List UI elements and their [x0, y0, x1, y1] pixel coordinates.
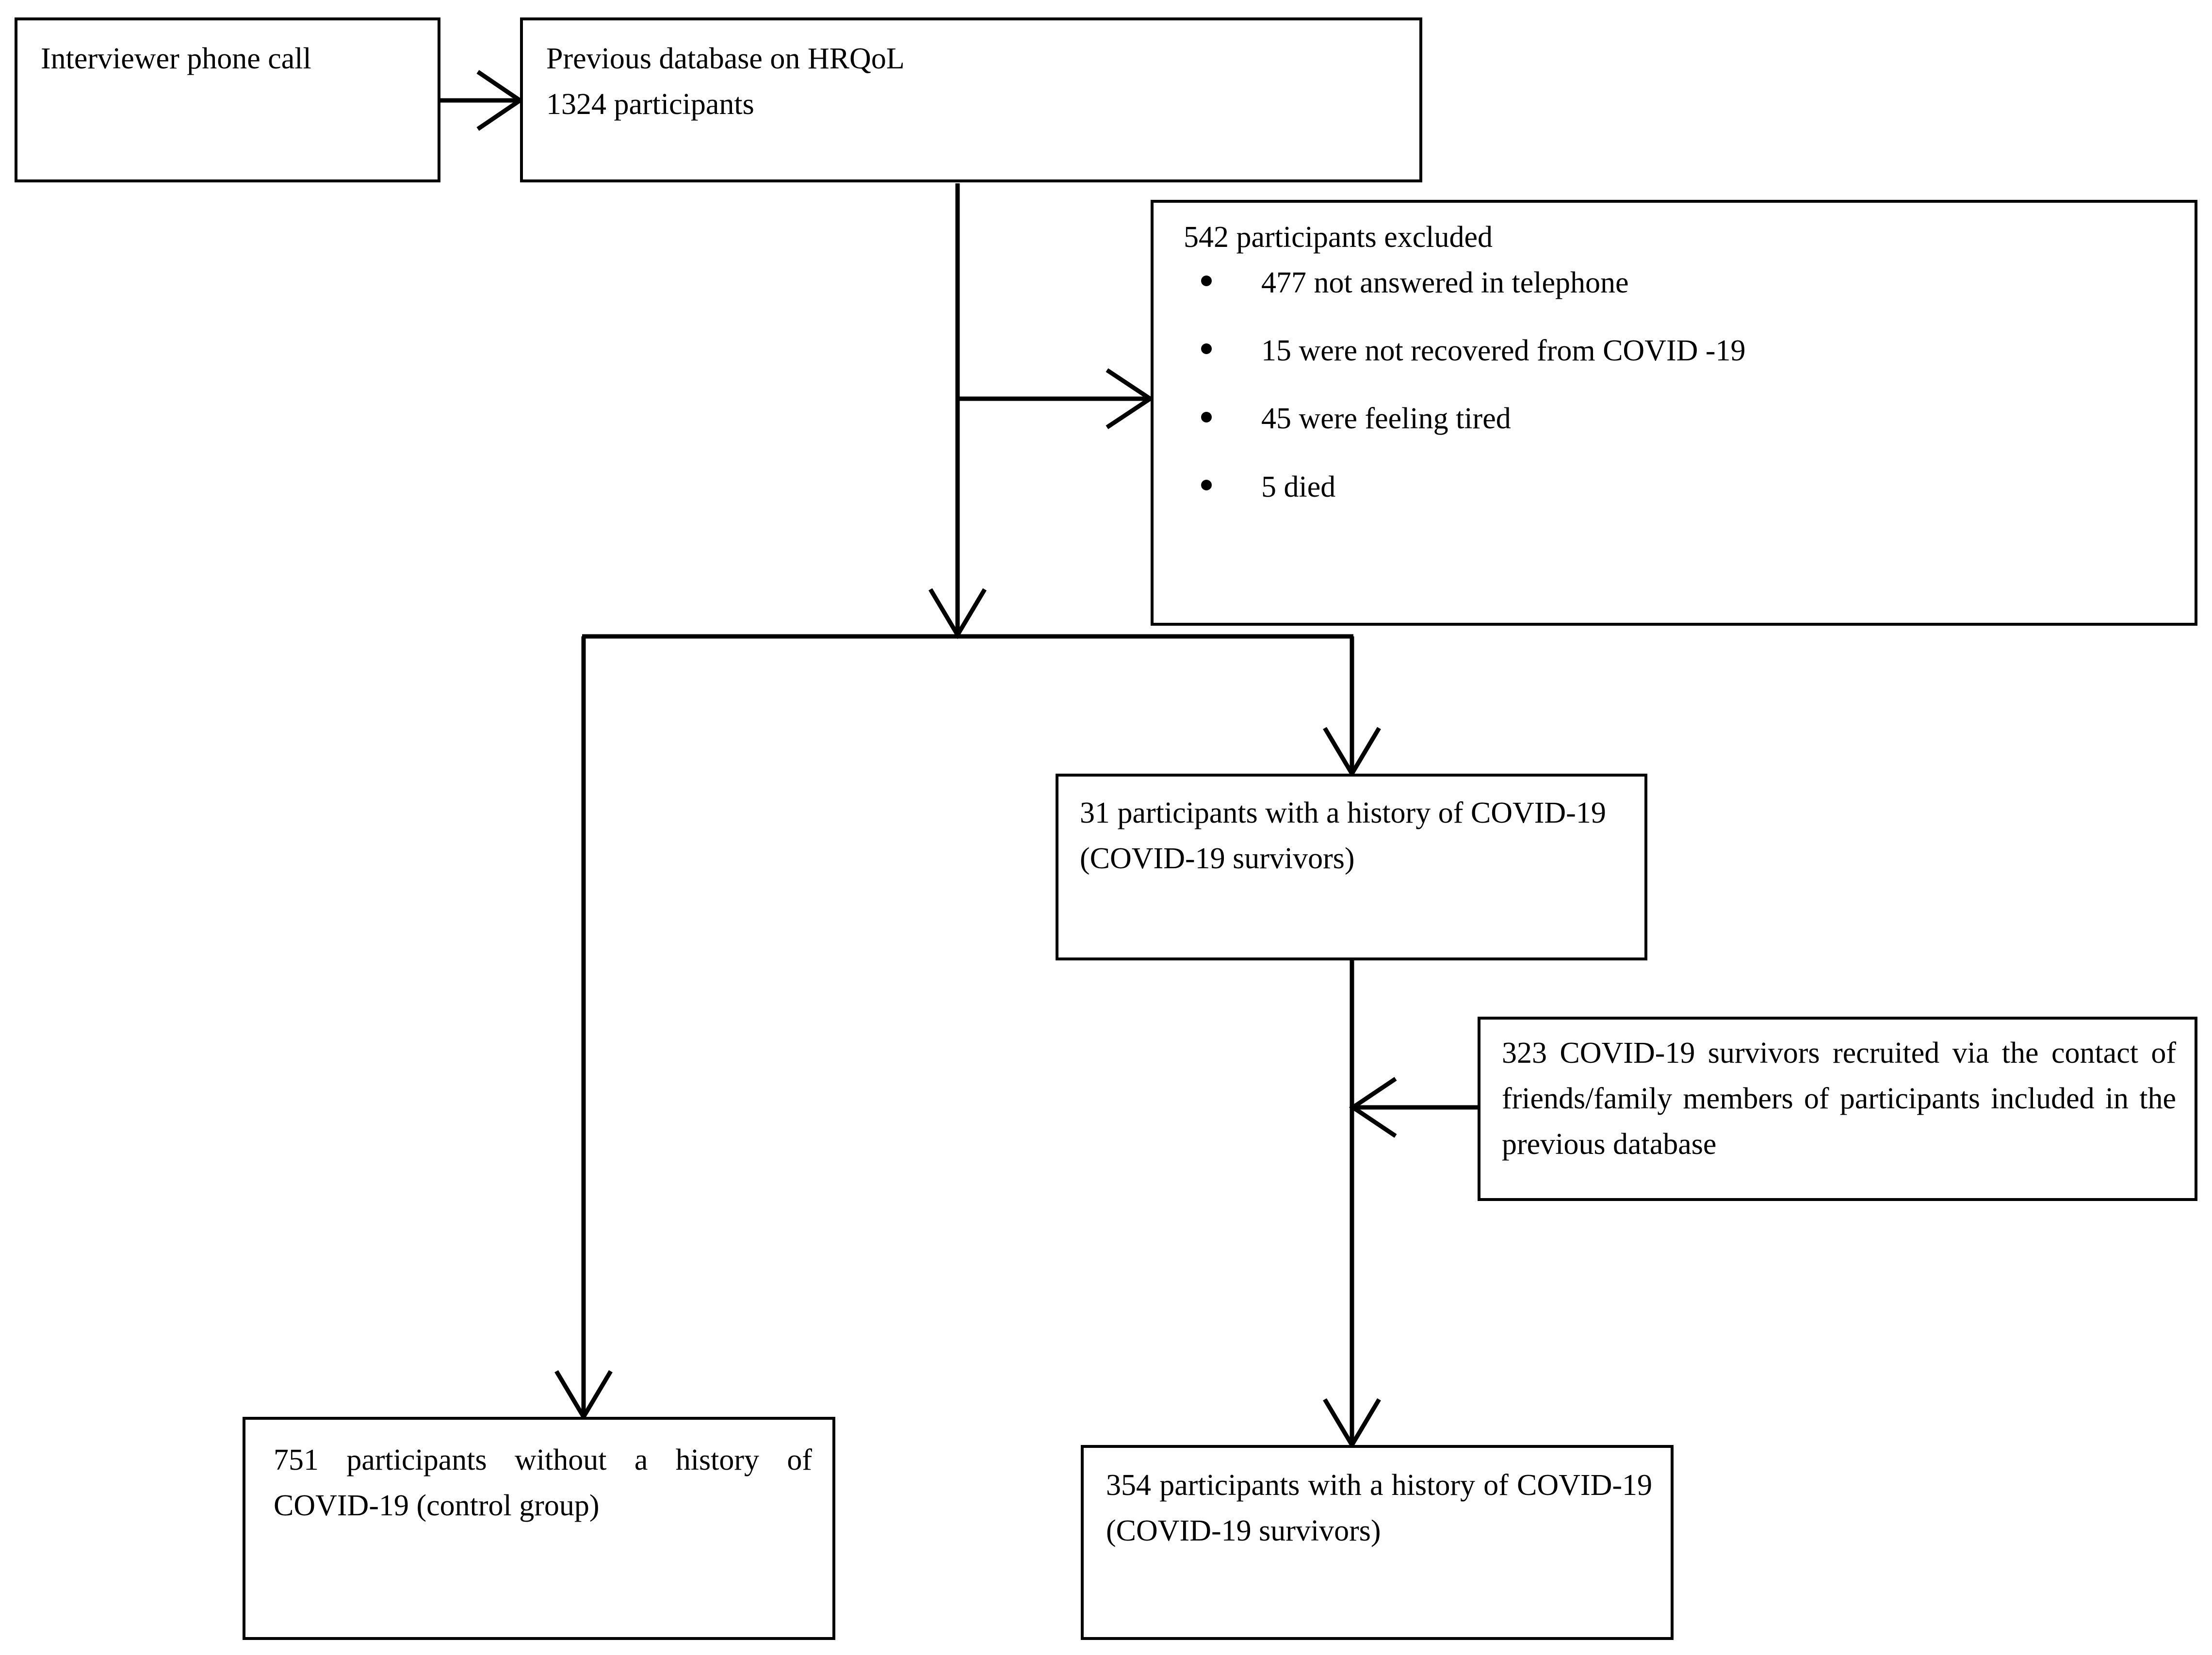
- list-item: 15 were not recovered from COVID -19: [1184, 328, 2173, 373]
- edge-database-to-split: [928, 183, 987, 639]
- control-group-751-text: 751 participants without a history of CO…: [274, 1444, 812, 1523]
- node-previous-database: Previous database on HRQoL 1324 particip…: [520, 17, 1422, 182]
- edge-survivors31-to-survivors354: [1323, 960, 1381, 1449]
- bullet-dot-icon: [1201, 411, 1212, 422]
- survivors-31-text: 31 participants with a history of COVID-…: [1080, 796, 1606, 876]
- participants-excluded-heading: 542 participants excluded: [1184, 221, 1493, 254]
- list-item: 45 were feeling tired: [1184, 396, 2173, 441]
- survivors-354-text: 354 participants with a history of COVID…: [1106, 1469, 1652, 1548]
- edge-split-to-survivors31: [1323, 636, 1381, 778]
- previous-database-line-1: Previous database on HRQoL: [546, 42, 905, 75]
- node-participants-excluded: 542 participants excluded 477 not answer…: [1151, 200, 2197, 626]
- recruited-323-text: 323 COVID-19 survivors recruited via the…: [1502, 1037, 2176, 1161]
- bullet-dot-icon: [1201, 276, 1212, 287]
- edge-recruited323-to-stem: [1349, 1077, 1478, 1138]
- node-control-group-751: 751 participants without a history of CO…: [243, 1417, 835, 1640]
- node-survivors-354: 354 participants with a history of COVID…: [1081, 1445, 1674, 1640]
- list-item-label: 477 not answered in telephone: [1261, 266, 1629, 299]
- interviewer-phone-call-text: Interviewer phone call: [41, 42, 311, 75]
- edge-split-to-control751: [554, 636, 613, 1421]
- edge-interviewer-to-database: [440, 70, 524, 131]
- list-item-label: 15 were not recovered from COVID -19: [1261, 334, 1746, 368]
- list-item: 5 died: [1184, 464, 2173, 510]
- node-survivors-31: 31 participants with a history of COVID-…: [1056, 774, 1647, 960]
- bullet-dot-icon: [1201, 479, 1212, 490]
- edge-database-to-excluded: [958, 368, 1155, 429]
- participants-excluded-list: 477 not answered in telephone 15 were no…: [1184, 260, 2173, 532]
- node-interviewer-phone-call: Interviewer phone call: [15, 17, 440, 182]
- list-item: 477 not answered in telephone: [1184, 260, 2173, 306]
- previous-database-line-2: 1324 participants: [546, 88, 754, 121]
- list-item-label: 5 died: [1261, 470, 1336, 503]
- bullet-dot-icon: [1201, 343, 1212, 355]
- list-item-label: 45 were feeling tired: [1261, 402, 1511, 436]
- node-recruited-323: 323 COVID-19 survivors recruited via the…: [1478, 1017, 2197, 1201]
